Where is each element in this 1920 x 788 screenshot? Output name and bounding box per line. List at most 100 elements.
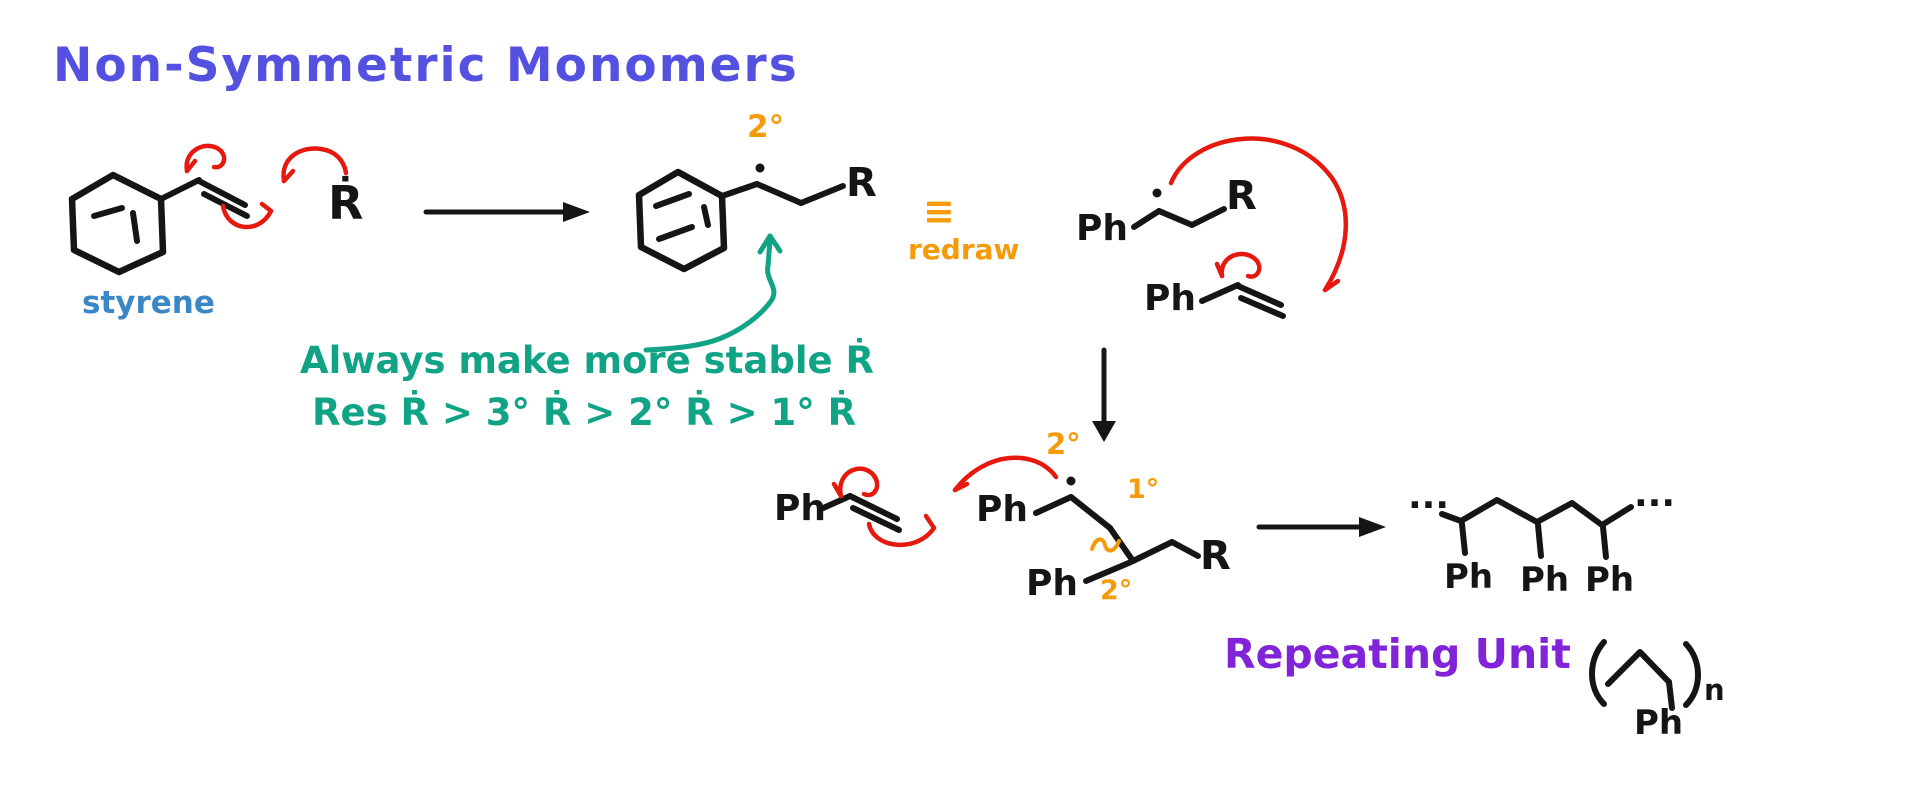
aromatic-mark bbox=[653, 191, 692, 209]
double-bond bbox=[850, 505, 902, 533]
redrawn-radical-structure bbox=[1131, 188, 1286, 319]
cc-bond bbox=[719, 181, 760, 199]
reaction-arrow-2 bbox=[1256, 517, 1386, 537]
styrene-label: styrene bbox=[82, 285, 215, 321]
radical-dot bbox=[1066, 476, 1076, 486]
cc-bond bbox=[1189, 206, 1227, 228]
double-bond bbox=[847, 493, 900, 522]
redraw-label: redraw bbox=[908, 233, 1020, 266]
arrow-head bbox=[1092, 421, 1116, 442]
benzene-ring bbox=[635, 168, 728, 273]
cc-bond bbox=[1033, 494, 1074, 516]
phenyl-label: Ph bbox=[774, 488, 827, 529]
secondary-label: 2° bbox=[1100, 575, 1133, 606]
curved-arrow-barb bbox=[923, 513, 937, 531]
phenyl-label: Ph bbox=[1634, 703, 1684, 743]
phenyl-label: Ph bbox=[1520, 560, 1570, 600]
ph-bond bbox=[1666, 679, 1675, 711]
curved-arrow bbox=[866, 521, 937, 547]
aromatic-mark bbox=[656, 224, 695, 242]
arrow-barb bbox=[757, 233, 773, 255]
cc-bond bbox=[1083, 559, 1134, 584]
initiator-radical-label: Ṙ bbox=[328, 176, 364, 230]
addition-curved-arrows bbox=[1168, 136, 1348, 293]
reaction-arrow-1 bbox=[423, 202, 590, 222]
curved-arrow bbox=[184, 143, 227, 174]
cc-bond bbox=[1107, 525, 1136, 564]
double-bond bbox=[1238, 295, 1286, 319]
right-bracket bbox=[1683, 641, 1701, 708]
left-bracket bbox=[1589, 639, 1607, 707]
phenyl-label: Ph bbox=[1444, 557, 1494, 597]
phenyl-label: Ph bbox=[1144, 278, 1197, 319]
cc-bond bbox=[1131, 208, 1162, 230]
dimer-chain-structure bbox=[1033, 476, 1201, 584]
curved-arrow-barb bbox=[259, 201, 274, 214]
aromatic-mark bbox=[91, 205, 125, 219]
secondary-label: 2° bbox=[1046, 427, 1081, 461]
r-group-label: R bbox=[846, 160, 877, 206]
benzene-ring bbox=[68, 171, 167, 276]
cc-bond bbox=[1068, 494, 1113, 531]
arrow-head bbox=[563, 202, 590, 222]
arrow-barb bbox=[767, 233, 783, 254]
curved-arrow-barb bbox=[1214, 261, 1225, 279]
stability-rule-note: Always make more stable Ṙ bbox=[300, 339, 874, 382]
cc-bond bbox=[798, 183, 846, 206]
secondary-label: 2° bbox=[747, 109, 785, 145]
arrow-head bbox=[1359, 517, 1386, 537]
phenyl-label: Ph bbox=[976, 489, 1029, 530]
chain-zigzag bbox=[1605, 649, 1672, 687]
vinyl-bond bbox=[158, 177, 202, 202]
monomer-structure bbox=[818, 493, 902, 533]
curved-arrow bbox=[1219, 251, 1262, 279]
chain-continuation-dots: ··· bbox=[1634, 483, 1676, 524]
aromatic-mark bbox=[701, 204, 711, 228]
stability-pointer-arrow bbox=[643, 233, 783, 353]
ph-bond bbox=[1600, 524, 1609, 560]
n-subscript: n bbox=[1704, 673, 1725, 707]
curved-arrow bbox=[952, 455, 1059, 493]
repeat-unit-structure bbox=[1589, 639, 1701, 711]
double-bond bbox=[201, 191, 250, 219]
cc-bond bbox=[1169, 539, 1201, 559]
curved-arrow bbox=[838, 466, 880, 499]
chain-continuation-dots: ··· bbox=[1408, 485, 1450, 526]
phenyl-label: Ph bbox=[1585, 560, 1635, 600]
aromatic-mark bbox=[130, 210, 140, 244]
radical-dot bbox=[755, 163, 765, 173]
equivalent-sign: ≡ bbox=[923, 189, 955, 233]
curved-arrow-barb bbox=[1322, 278, 1341, 293]
big-curved-arrow bbox=[1168, 136, 1348, 293]
cc-bond bbox=[754, 181, 804, 206]
ph-bond bbox=[1459, 521, 1468, 556]
chain-zigzag bbox=[1439, 497, 1634, 528]
cc-bond bbox=[1156, 208, 1195, 228]
cc-bond bbox=[818, 493, 853, 512]
curved-arrow-barb bbox=[952, 481, 970, 493]
bond-formed-squiggle bbox=[1090, 537, 1121, 553]
radical-dot bbox=[1152, 188, 1162, 198]
curved-arrow bbox=[220, 203, 274, 230]
primary-label: 1° bbox=[1127, 474, 1160, 505]
curved-arrow-barb bbox=[281, 168, 296, 184]
phenyl-label: Ph bbox=[1026, 563, 1079, 604]
initiation-curved-arrows bbox=[184, 143, 349, 230]
product-radical-structure bbox=[635, 163, 846, 273]
double-bond bbox=[196, 178, 248, 208]
cc-bond bbox=[1130, 539, 1175, 564]
double-bond bbox=[1235, 283, 1284, 308]
styrene-structure bbox=[68, 171, 250, 276]
down-arrow bbox=[1092, 347, 1116, 442]
phenyl-label: Ph bbox=[1076, 208, 1129, 249]
polymer-chain-structure bbox=[1439, 497, 1634, 560]
squiggle-arrow bbox=[643, 237, 777, 353]
r-group-label: R bbox=[1226, 173, 1257, 219]
ph-bond bbox=[1535, 522, 1544, 559]
propagation-curved-arrows bbox=[831, 455, 1059, 547]
curved-arrow-barb bbox=[184, 158, 198, 174]
repeating-unit-label: Repeating Unit bbox=[1224, 630, 1571, 678]
r-group-label: R bbox=[1200, 533, 1231, 579]
